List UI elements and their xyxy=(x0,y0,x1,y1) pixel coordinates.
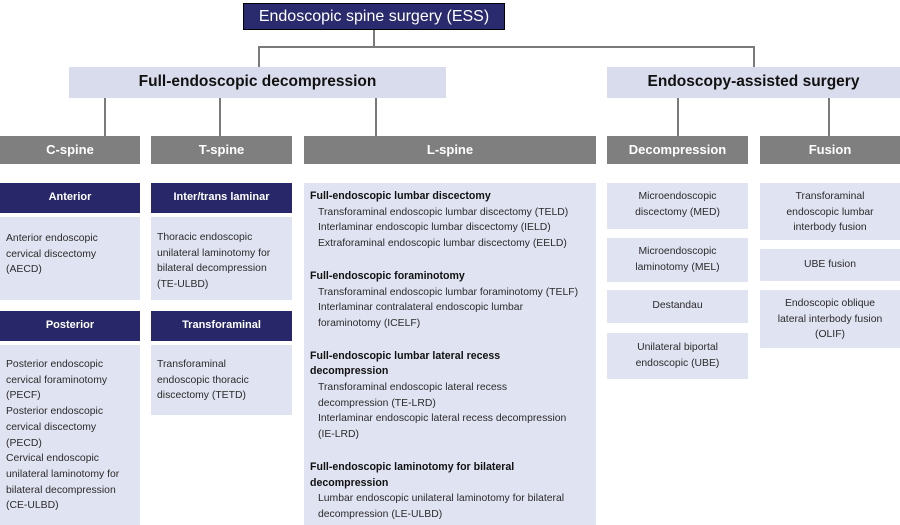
lspine-group-laminotomy: Full-endoscopic laminotomy for bilateral… xyxy=(310,460,594,523)
endoscopy-assisted-surgery-node: Endoscopy-assisted surgery xyxy=(607,67,900,98)
panel-line: Transforaminal xyxy=(795,191,865,202)
group-item: Lumbar endoscopic unilateral laminotomy … xyxy=(318,493,565,505)
mel-panel: Microendoscopic laminotomy (MEL) xyxy=(607,238,748,282)
panel-line: (CE-ULBD) xyxy=(6,500,59,512)
panel-line: Microendoscopic xyxy=(638,191,717,202)
group-item: Extraforaminal endoscopic lumbar discect… xyxy=(318,238,567,250)
group-item: foraminotomy (ICELF) xyxy=(318,317,421,329)
root-node: Endoscopic spine surgery (ESS) xyxy=(243,3,505,30)
connector-full-endo-down xyxy=(219,98,221,136)
group-title: Full-endoscopic foraminotomy xyxy=(310,269,465,282)
panel-line: UBE fusion xyxy=(804,259,856,270)
group-title: decompression xyxy=(310,476,389,489)
connector-assisted-down xyxy=(677,98,679,136)
panel-line: Destandau xyxy=(652,300,703,311)
group-item: Interlaminar endoscopic lumbar discectom… xyxy=(318,222,551,234)
ube-fusion-panel: UBE fusion xyxy=(760,249,900,281)
tspine-header: T-spine xyxy=(151,136,292,164)
group-title: Full-endoscopic laminotomy for bilateral xyxy=(310,460,515,473)
transforaminal-panel: Transforaminal endoscopic thoracic disce… xyxy=(151,345,292,415)
group-item: Interlaminar endoscopic lateral recess d… xyxy=(318,413,567,425)
group-item: Transforaminal endoscopic lumbar discect… xyxy=(318,206,569,218)
group-title: Full-endoscopic lumbar discectomy xyxy=(310,190,491,202)
panel-line: Posterior endoscopic xyxy=(6,359,104,370)
panel-line: laminotomy (MEL) xyxy=(635,261,720,273)
panel-line: bilateral decompression xyxy=(157,263,267,275)
fusion-header: Fusion xyxy=(760,136,900,164)
panel-line: Microendoscopic xyxy=(638,246,717,257)
panel-line: cervical foraminotomy xyxy=(6,374,108,386)
panel-line: Endoscopic oblique xyxy=(784,298,876,309)
panel-line: Anterior endoscopic xyxy=(6,233,98,244)
destandau-panel: Destandau xyxy=(607,290,748,323)
group-item: (IE-LRD) xyxy=(318,429,359,441)
panel-line: Unilateral biportal xyxy=(637,342,718,353)
panel-line: (AECD) xyxy=(6,264,42,276)
panel-line: Cervical endoscopic xyxy=(6,453,99,465)
panel-line: unilateral laminotomy for xyxy=(157,247,271,259)
connector-assisted-down xyxy=(828,98,830,136)
connector-full-endo-down xyxy=(104,98,106,136)
ube-panel: Unilateral biportal endoscopic (UBE) xyxy=(607,333,748,379)
interlaminar-panel: Thoracic endoscopic unilateral laminotom… xyxy=(151,217,292,300)
cspine-header: C-spine xyxy=(0,136,140,164)
panel-line: Transforaminal xyxy=(157,359,226,370)
group-item: decompression (LE-ULBD) xyxy=(318,508,443,520)
anterior-panel: Anterior endoscopic cervical discectomy … xyxy=(0,217,140,300)
panel-line: (TE-ULBD) xyxy=(157,279,209,291)
panel-line: endoscopic (UBE) xyxy=(635,357,720,369)
panel-line: (PECF) xyxy=(6,390,41,402)
posterior-panel: Posterior endoscopic cervical foraminoto… xyxy=(0,345,140,525)
group-item: Transforaminal endoscopic lateral recess xyxy=(318,382,508,394)
panel-line: unilateral laminotomy for xyxy=(6,468,120,480)
connector-full-endo-down xyxy=(375,98,377,136)
decompression-header: Decompression xyxy=(607,136,748,164)
panel-line: cervical discectomy xyxy=(6,248,97,260)
group-item: decompression (TE-LRD) xyxy=(318,397,436,409)
lspine-group-lateral-recess: Full-endoscopic lumbar lateral recess de… xyxy=(310,349,594,443)
panel-line: Thoracic endoscopic xyxy=(157,232,253,243)
panel-line: discectomy (TETD) xyxy=(157,390,246,402)
panel-line: cervical discectomy xyxy=(6,421,97,433)
panel-line: interbody fusion xyxy=(793,222,867,234)
transforaminal-header: Transforaminal xyxy=(151,311,292,341)
connector-root-down xyxy=(373,30,375,47)
lspine-group-foraminotomy: Full-endoscopic foraminotomy Transforami… xyxy=(310,269,594,332)
panel-line: bilateral decompression xyxy=(6,484,116,496)
panel-line: lateral interbody fusion xyxy=(777,313,883,325)
panel-line: (OLIF) xyxy=(814,329,845,341)
interlaminar-header: Inter/trans laminar xyxy=(151,183,292,213)
panel-line: discectomy (MED) xyxy=(635,206,720,218)
group-title: Full-endoscopic lumbar lateral recess xyxy=(310,349,501,362)
panel-line: endoscopic lumbar xyxy=(786,206,874,218)
connector-root-horizontal xyxy=(258,46,754,48)
group-item: Interlaminar contralateral endoscopic lu… xyxy=(318,302,524,314)
group-title: decompression xyxy=(310,365,389,378)
med-panel: Microendoscopic discectomy (MED) xyxy=(607,183,748,229)
telif-panel: Transforaminal endoscopic lumbar interbo… xyxy=(760,183,900,240)
posterior-header: Posterior xyxy=(0,311,140,341)
connector-to-assisted xyxy=(753,46,755,67)
group-item: Transforaminal endoscopic lumbar foramin… xyxy=(318,286,579,298)
lspine-panel: Full-endoscopic lumbar discectomy Transf… xyxy=(304,183,596,525)
full-endoscopic-decompression-node: Full-endoscopic decompression xyxy=(69,67,446,98)
panel-line: Posterior endoscopic xyxy=(6,406,104,418)
panel-line: (PECD) xyxy=(6,437,42,449)
olif-panel: Endoscopic oblique lateral interbody fus… xyxy=(760,290,900,348)
panel-line: endoscopic thoracic xyxy=(157,374,249,386)
connector-to-full-endo xyxy=(258,46,260,67)
anterior-header: Anterior xyxy=(0,183,140,213)
lspine-header: L-spine xyxy=(304,136,596,164)
lspine-group-discectomy: Full-endoscopic lumbar discectomy Transf… xyxy=(310,189,594,252)
